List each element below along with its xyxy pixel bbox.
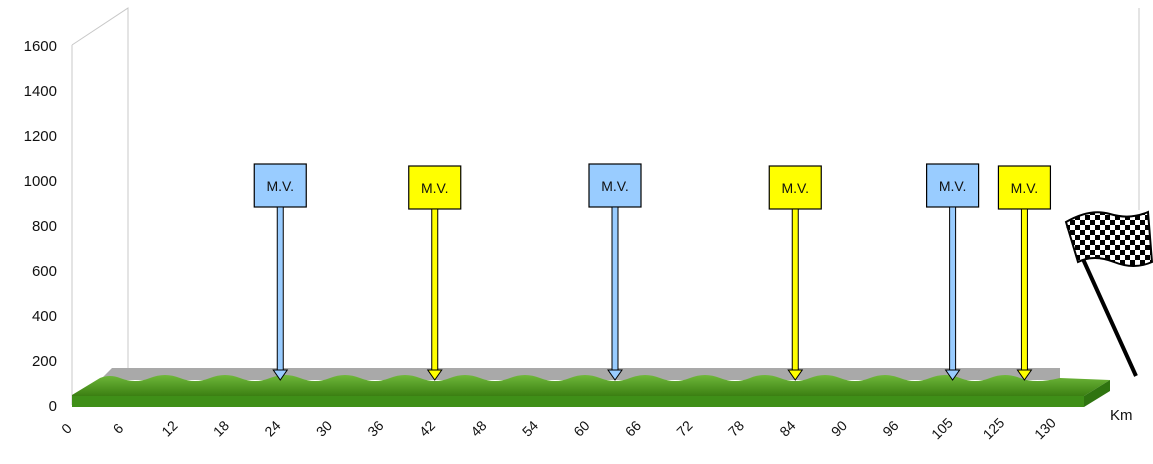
y-tick-label: 0 (49, 398, 57, 415)
checkpoint-marker: M.V. (253, 163, 307, 381)
x-tick-label: 96 (879, 417, 901, 439)
x-tick-label: 18 (210, 417, 232, 439)
x-tick-label: 60 (570, 417, 592, 439)
x-tick-label: 24 (261, 417, 283, 439)
y-tick-label: 600 (32, 263, 57, 280)
marker-arrow-head (607, 369, 623, 381)
x-tick-label: 6 (110, 420, 127, 437)
y-tick-label: 1600 (24, 38, 57, 55)
marker-arrow-head (787, 369, 804, 381)
marker-arrow-shaft (1020, 208, 1028, 371)
checkpoint-marker: M.V. (926, 163, 980, 381)
marker-arrow-shaft (611, 206, 619, 371)
checkpoint-marker: M.V. (768, 165, 822, 381)
y-tick-label: 400 (32, 308, 57, 325)
x-tick-label: 36 (364, 417, 386, 439)
marker-arrow-head (944, 369, 961, 381)
x-tick-label: 12 (158, 417, 180, 439)
x-tick-label: 42 (416, 417, 438, 439)
checkpoint-marker: M.V. (997, 165, 1052, 381)
x-tick-label: 0 (58, 420, 75, 437)
marker-label: M.V. (267, 178, 295, 194)
marker-arrow-shaft (791, 208, 799, 371)
x-tick-label: 78 (725, 417, 747, 439)
checkpoint-marker: M.V. (408, 165, 462, 381)
terrain-top-surface (72, 375, 1110, 396)
x-tick-label: 48 (467, 417, 489, 439)
y-tick-label: 200 (32, 353, 57, 370)
y-tick-label: 800 (32, 218, 57, 235)
marker-box (997, 165, 1052, 210)
marker-arrow-head (426, 369, 443, 381)
checkpoint-markers: M.V. M.V. M.V. M.V. M.V. M.V. (253, 163, 1052, 381)
y-tick-label: 1400 (24, 83, 57, 100)
x-tick-label: 105 (928, 414, 956, 442)
marker-label: M.V. (421, 180, 449, 196)
marker-arrow-head (272, 369, 289, 381)
x-tick-label: 72 (673, 417, 695, 439)
checkpoint-marker: M.V. (588, 163, 642, 381)
x-tick-label: 84 (776, 417, 798, 439)
marker-arrow-shaft (276, 206, 284, 371)
checkered-flag-icon (1064, 210, 1153, 377)
x-tick-label: 30 (313, 417, 335, 439)
marker-arrow-shaft (949, 206, 957, 371)
marker-label: M.V. (782, 180, 810, 196)
marker-arrow-shaft (431, 208, 439, 371)
x-tick-label: 54 (519, 417, 541, 439)
y-tick-label: 1000 (24, 173, 57, 190)
x-axis-ticks: 0 6 12 18 24 30 36 42 48 54 60 66 72 78 84 90 96 105 125 13… (58, 414, 1059, 442)
terrain-front-face (72, 396, 1084, 407)
marker-arrow-head (1016, 369, 1033, 381)
marker-box (926, 163, 980, 208)
back-wall-left-edge (71, 7, 129, 368)
marker-label: M.V. (939, 178, 967, 194)
x-tick-label: 66 (622, 417, 644, 439)
x-tick-label: 90 (828, 417, 850, 439)
y-axis-ticks: 0 200 400 600 800 1000 1200 1400 1600 (24, 38, 57, 415)
marker-label: M.V. (1011, 180, 1039, 196)
y-tick-label: 1200 (24, 128, 57, 145)
x-axis-unit-label: Km (1110, 407, 1133, 424)
x-tick-label: 125 (980, 414, 1008, 442)
terrain-side-face (1084, 380, 1110, 407)
x-tick-label: 130 (1031, 414, 1059, 442)
marker-box (768, 165, 822, 210)
marker-label: M.V. (601, 178, 629, 194)
